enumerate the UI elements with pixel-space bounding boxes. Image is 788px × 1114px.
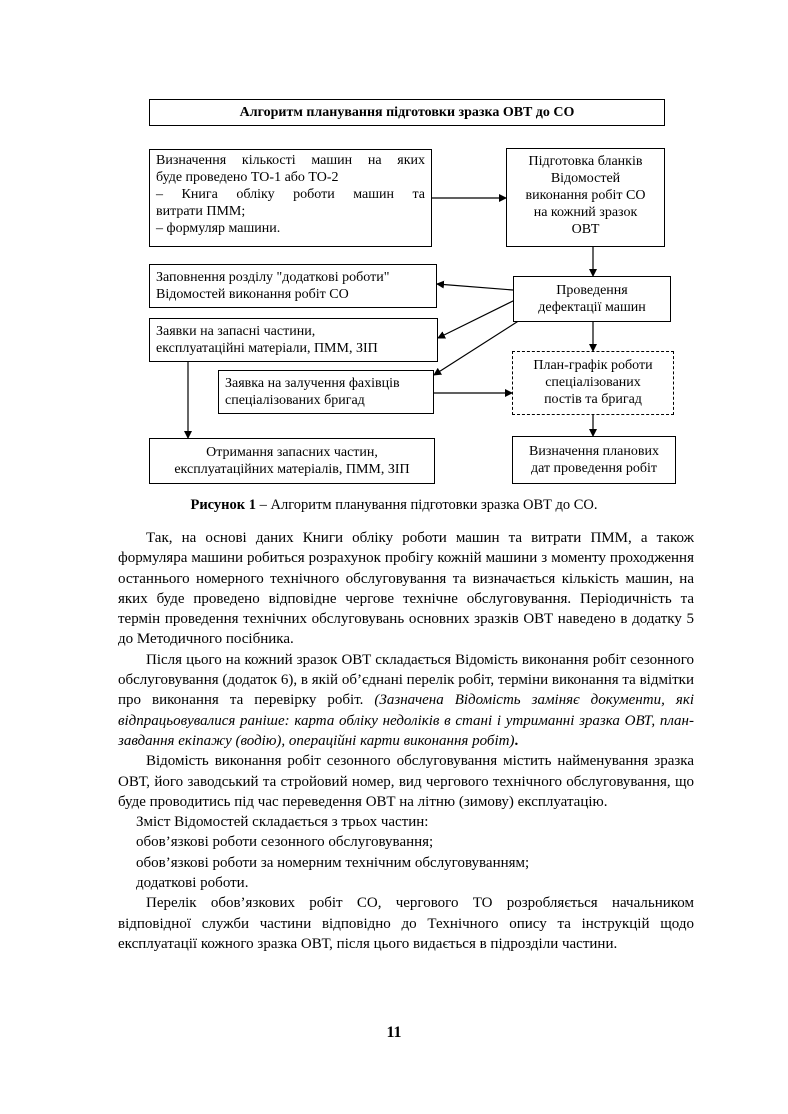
arrow-defect-to-fill	[436, 280, 514, 291]
box-blanks-prep-line-1: Підготовка бланків	[528, 154, 643, 169]
box-blanks-prep: Підготовка бланків Відомостей виконання …	[506, 148, 665, 247]
figure-caption-text: – Алгоритм планування підготовки зразка …	[256, 497, 598, 513]
page-number: 11	[386, 1024, 402, 1041]
box-parts-request-line-1: Заявки на запасні частини,	[156, 324, 316, 339]
box-specialists-line-2: спеціалізованих бригад	[225, 393, 365, 408]
arrow-defect-to-parts	[437, 299, 516, 339]
paragraph-2-text: Після цього на кожний зразок ОВТ складає…	[118, 651, 694, 709]
box-defect-line-2: дефектації машин	[538, 300, 646, 315]
list-item: додаткові роботи.	[136, 875, 249, 892]
box-defect-line-1: Проведення	[556, 283, 628, 298]
paragraph-5: Перелік обов’язкових робіт СО, чергового…	[118, 895, 694, 952]
box-receive-line-1: Отримання запасних частин,	[206, 445, 378, 460]
box-parts-request-line-2: експлуатаційні матеріали, ПММ, ЗІП	[156, 341, 378, 356]
diagram-title: Алгоритм планування підготовки зразка ОВ…	[239, 105, 575, 120]
box-machines-count-line-3: – Книга обліку роботи машин та	[156, 187, 425, 202]
box-receive-line-2: експлуатаційних матеріалів, ПММ, ЗІП	[174, 462, 410, 477]
box-machines-count-line-1: Визначення кількості машин на яких	[156, 153, 425, 168]
paragraph-2-end: .	[514, 732, 519, 749]
box-fill-section-line-2: Відомостей виконання робіт СО	[156, 287, 349, 302]
arrow-defect-to-specialists	[433, 319, 521, 376]
box-fill-section-line-1: Заповнення розділу "додаткові роботи"	[156, 270, 390, 285]
paragraph-2: Після цього на кожний зразок ОВТ складає…	[118, 650, 694, 751]
body-text: Так, на основі даних Книги обліку роботи…	[118, 528, 694, 954]
box-machines-count-line-2: буде проведено ТО-1 або ТО-2	[156, 170, 339, 185]
box-specialists-line-1: Заявка на залучення фахівців	[225, 376, 400, 391]
box-dates: Визначення планових дат проведення робіт	[512, 436, 676, 484]
box-defect: Проведення дефектації машин	[513, 276, 671, 322]
box-machines-count: Визначення кількості машин на яких буде …	[149, 149, 432, 247]
box-fill-section: Заповнення розділу "додаткові роботи" Ві…	[149, 264, 437, 308]
box-blanks-prep-line-2: Відомостей	[550, 171, 621, 186]
box-blanks-prep-line-4: на кожний зразок	[533, 205, 638, 220]
paragraph-3: Відомість виконання робіт сезонного обсл…	[118, 753, 694, 810]
list-item: обов’язкові роботи сезонного обслуговува…	[136, 834, 434, 851]
paragraph-4: Зміст Відомостей складається з трьох час…	[136, 814, 429, 831]
box-blanks-prep-line-3: виконання робіт СО	[525, 188, 646, 203]
paragraph-2-italic-note: (Зазначена Відомість заміняє документи, …	[118, 692, 694, 749]
box-schedule-line-2: спеціалізованих	[545, 375, 641, 390]
box-schedule: План-графік роботи спеціалізованих пості…	[512, 351, 674, 415]
box-schedule-line-1: План-графік роботи	[533, 358, 653, 373]
box-receive: Отримання запасних частин, експлуатаційн…	[149, 438, 435, 484]
box-dates-line-1: Визначення планових	[529, 444, 659, 459]
list-item: обов’язкові роботи за номерним технічним…	[136, 854, 530, 871]
figure-caption-label: Рисунок 1	[190, 497, 257, 513]
box-machines-count-line-5: – формуляр машини.	[156, 221, 281, 236]
diagram-title-box: Алгоритм планування підготовки зразка ОВ…	[149, 99, 665, 126]
box-dates-line-2: дат проведення робіт	[530, 461, 658, 476]
box-parts-request: Заявки на запасні частини, експлуатаційн…	[149, 318, 438, 362]
box-machines-count-line-4: витрати ПММ;	[156, 204, 246, 219]
box-blanks-prep-line-5: ОВТ	[571, 222, 600, 237]
box-schedule-line-3: постів та бригад	[544, 392, 642, 407]
box-specialists: Заявка на залучення фахівців спеціалізов…	[218, 370, 434, 414]
paragraph-1: Так, на основі даних Книги обліку роботи…	[118, 530, 694, 648]
figure-caption: Рисунок 1 – Алгоритм планування підготов…	[0, 497, 788, 514]
